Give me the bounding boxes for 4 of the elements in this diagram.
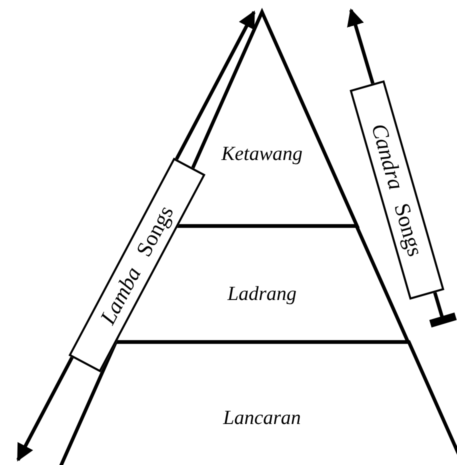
section-label: Ladrang <box>228 283 296 306</box>
section-label: Lancaran <box>223 407 301 430</box>
section-label: Ketawang <box>221 143 303 166</box>
label-box: Candra Songs <box>350 80 444 300</box>
